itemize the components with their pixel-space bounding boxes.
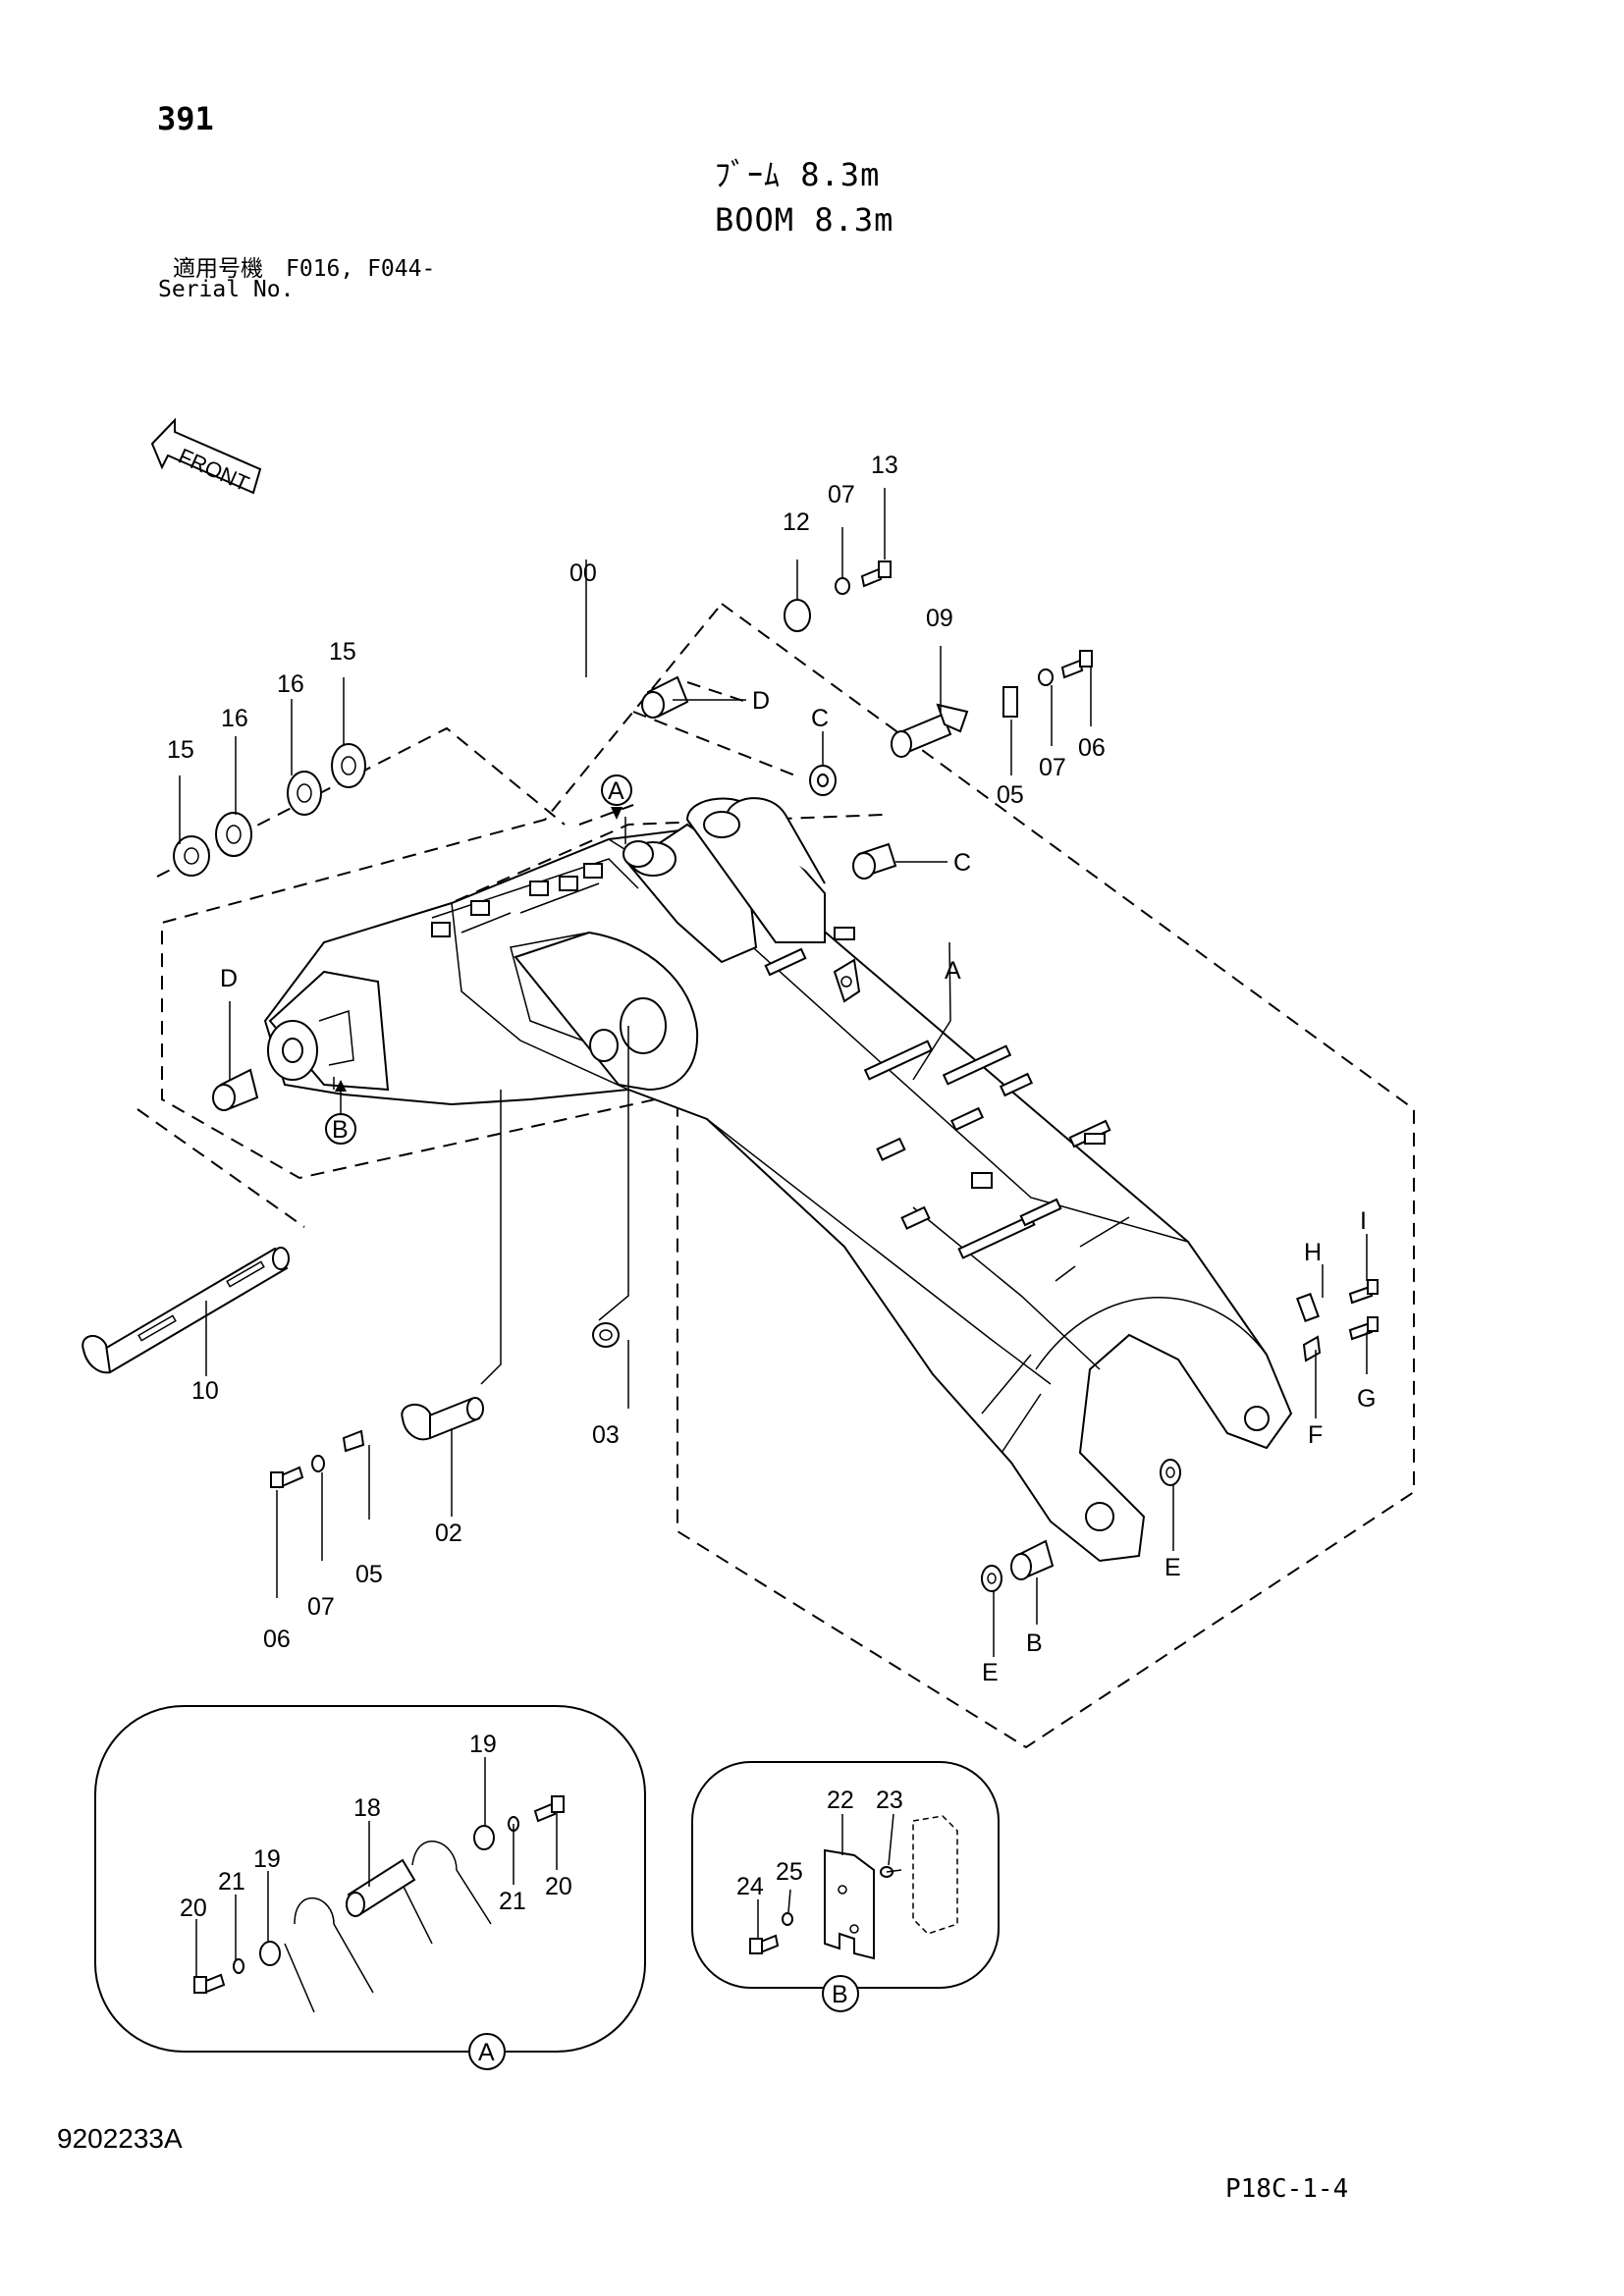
page-number: 391	[157, 100, 214, 137]
ref-F: F	[1308, 1421, 1323, 1449]
callout-15: 15	[167, 736, 194, 764]
detail-B-label: B	[832, 1981, 848, 2008]
callout-23: 23	[876, 1787, 903, 1814]
parts	[81, 561, 1379, 1592]
callout-25: 25	[776, 1858, 803, 1886]
callout-12: 12	[783, 508, 810, 536]
ref-C: C	[811, 705, 829, 732]
callout-16: 16	[221, 705, 248, 732]
ref-circle-B: B	[332, 1116, 349, 1144]
ref-I: I	[1360, 1207, 1367, 1235]
callout-numbers: 00 12 07 13 09 05 07 06 15 16 16 15 10 0…	[167, 452, 1106, 1653]
ref-D: D	[220, 965, 238, 992]
callout-16: 16	[277, 670, 304, 698]
callout-19: 19	[253, 1845, 281, 1873]
ref-E: E	[1164, 1554, 1181, 1581]
front-arrow-icon: FRONT	[150, 417, 262, 496]
callout-02: 02	[435, 1520, 462, 1547]
callout-06: 06	[263, 1626, 291, 1653]
callout-10: 10	[191, 1377, 219, 1405]
detail-B: B 22 23 24 25	[691, 1761, 1000, 2012]
reference-letters: D C C A D E B E H I G F A B	[220, 687, 1376, 1686]
callout-06: 06	[1078, 734, 1106, 762]
page-reference: P18C-1-4	[1225, 2174, 1349, 2204]
detail-A: A 18 19 19 20 21 21 20	[94, 1705, 646, 2070]
ref-C: C	[953, 849, 971, 877]
callout-21: 21	[499, 1888, 526, 1915]
callout-19: 19	[469, 1731, 497, 1758]
serial-label-japanese: 適用号機 F016, F044-	[173, 256, 436, 282]
ref-H: H	[1304, 1239, 1322, 1266]
callout-09: 09	[926, 605, 953, 632]
callout-24: 24	[736, 1873, 764, 1900]
callout-13: 13	[871, 452, 898, 479]
document-code: 9202233A	[57, 2123, 183, 2154]
callout-20: 20	[180, 1895, 207, 1922]
ref-circle-A: A	[608, 777, 624, 805]
callout-21: 21	[218, 1868, 245, 1896]
callout-07: 07	[1039, 754, 1066, 781]
detail-A-label: A	[478, 2039, 495, 2066]
boom-pads	[764, 947, 1111, 1259]
serial-label-english: Serial No.	[158, 277, 295, 302]
callout-00: 00	[569, 560, 597, 587]
callout-05: 05	[355, 1561, 383, 1588]
leader-lines	[179, 488, 1368, 1657]
ref-A: A	[945, 957, 961, 985]
callout-05: 05	[997, 781, 1024, 809]
title-japanese: ﾌﾞｰﾑ 8.3m	[715, 156, 881, 193]
callout-07: 07	[828, 481, 855, 508]
callout-20: 20	[545, 1873, 572, 1900]
callout-07: 07	[307, 1593, 335, 1621]
callout-22: 22	[827, 1787, 854, 1814]
ref-D: D	[752, 687, 770, 715]
callout-18: 18	[353, 1794, 381, 1822]
part-12-plate	[784, 599, 811, 632]
callout-03: 03	[592, 1421, 620, 1449]
title-english: BOOM 8.3m	[715, 201, 894, 239]
ref-E: E	[982, 1659, 999, 1686]
boom-body	[263, 797, 1293, 1563]
callout-15: 15	[329, 638, 356, 666]
ref-G: G	[1357, 1385, 1376, 1413]
ref-B: B	[1026, 1629, 1043, 1657]
